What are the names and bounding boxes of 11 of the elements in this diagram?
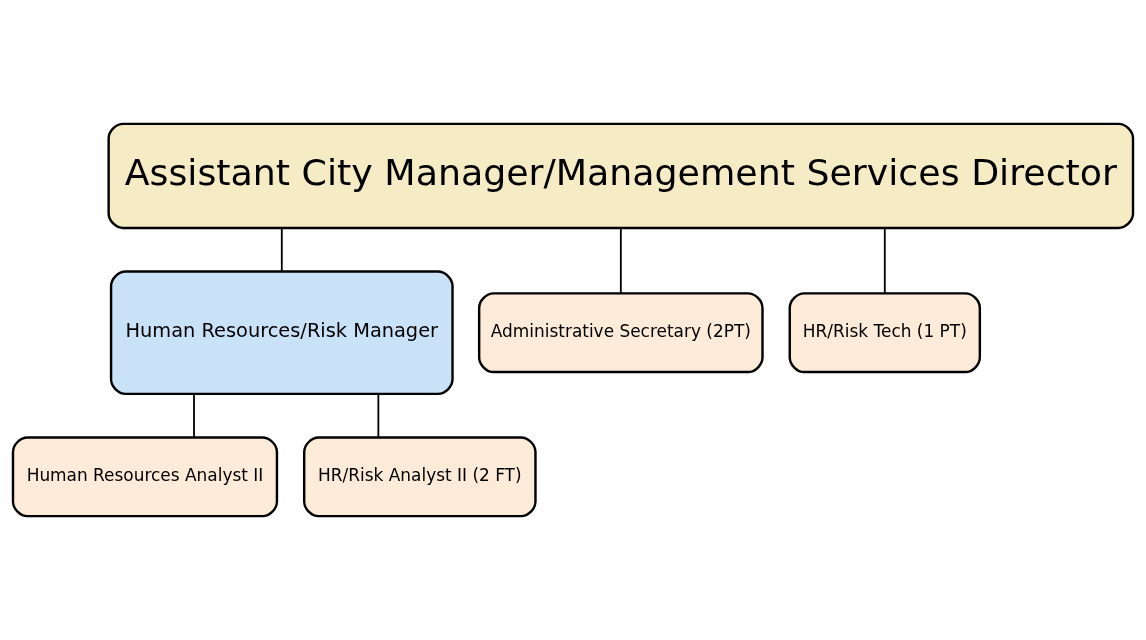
connector xyxy=(193,393,195,439)
connector xyxy=(377,393,380,439)
connector xyxy=(619,227,622,295)
node-box: HR/Risk Tech (1 PT) xyxy=(788,292,982,374)
connector xyxy=(883,227,886,295)
node-box: Human Resources/Risk Manager xyxy=(109,270,454,396)
node-box: HR/Risk Analyst II (2 FT) xyxy=(303,436,537,518)
node-box: Human Resources Analyst II xyxy=(11,436,279,518)
node-box: Administrative Secretary (2PT) xyxy=(477,292,764,374)
connector xyxy=(280,227,283,273)
node-box: Assistant City Manager/Management Services Director xyxy=(107,122,1135,230)
